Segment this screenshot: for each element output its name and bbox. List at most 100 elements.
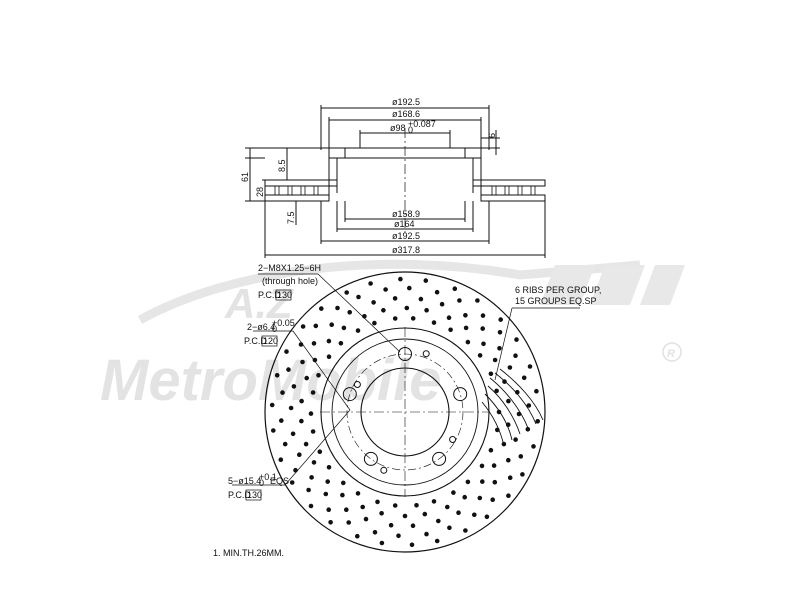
drill-hole: [278, 418, 284, 423]
drill-hole: [312, 357, 318, 363]
thread-pcd-prefix: P.C.D: [258, 290, 281, 300]
drill-hole: [379, 540, 385, 546]
drill-hole: [328, 519, 333, 525]
drill-hole: [346, 520, 352, 525]
drill-hole: [311, 341, 317, 346]
side-vents: [274, 186, 536, 195]
drill-hole: [300, 324, 306, 329]
drill-hole: [311, 460, 317, 465]
front-view: [264, 271, 546, 553]
bolt-hole: [363, 451, 378, 466]
ribs-callout-line1: 6 RIBS PER GROUP,: [515, 285, 601, 295]
drill-hole: [375, 499, 380, 505]
dim-98-tol-minus: 0: [408, 125, 413, 135]
dim-98: ø98: [390, 123, 406, 133]
drill-hole: [479, 479, 485, 484]
watermark-registered-letter: R: [667, 348, 675, 360]
drill-hole: [520, 472, 525, 477]
drill-hole: [355, 328, 361, 333]
drill-hole: [368, 281, 373, 286]
drill-hole: [299, 418, 304, 424]
dim-98-tol-plus: +0.087: [408, 119, 436, 129]
drill-hole: [506, 493, 511, 499]
watermark-brand: A.Z: [224, 280, 294, 327]
dim-158: ø158.9: [392, 209, 420, 219]
drill-hole: [270, 428, 276, 433]
drill-hole: [326, 464, 332, 470]
drill-hole: [494, 388, 499, 394]
drill-hole: [491, 463, 497, 468]
drill-hole: [381, 307, 386, 313]
bolt-hole: [432, 451, 447, 466]
drill-hole: [308, 503, 314, 509]
drill-hole: [372, 529, 378, 535]
drill-hole: [343, 507, 349, 513]
drill-hole: [424, 307, 429, 313]
drill-hole: [507, 475, 513, 481]
pin-callout-line1: 2−ø6.4: [247, 322, 275, 332]
drill-hole: [308, 411, 314, 416]
drill-hole: [463, 528, 468, 533]
drill-hole: [313, 323, 319, 329]
drill-hole: [383, 287, 388, 292]
drill-hole: [492, 479, 498, 485]
drill-hole: [488, 447, 494, 453]
side-view: [245, 105, 546, 258]
ribs-callout-line2: 15 GROUPS EQ.SP: [515, 296, 597, 306]
drill-hole: [457, 298, 462, 303]
rotor-plate-left-bottom: [264, 194, 330, 202]
drill-hole: [462, 494, 468, 500]
drill-hole: [326, 507, 332, 513]
drill-hole: [363, 516, 369, 522]
drill-hole: [347, 309, 353, 315]
drill-hole: [299, 398, 304, 404]
pin-pcd-prefix: P.C.D: [244, 336, 267, 346]
footnote: 1. MIN.TH.26MM.: [213, 548, 284, 558]
watermark-stripes: [540, 265, 685, 305]
drill-hole: [446, 315, 452, 321]
drill-hole: [290, 431, 296, 437]
drill-hole: [497, 329, 503, 335]
callout-leaders: [232, 273, 580, 486]
drill-hole: [435, 518, 441, 524]
drill-hole: [439, 301, 445, 307]
drill-hole: [406, 285, 412, 291]
drill-hole: [404, 305, 410, 311]
thread-pcd-box: [275, 289, 292, 301]
drill-hole: [507, 365, 513, 370]
small-hole: [422, 350, 430, 358]
drill-hole: [338, 340, 344, 346]
drill-hole: [477, 495, 483, 501]
small-holes: [353, 350, 457, 474]
drill-hole: [392, 296, 398, 301]
rotor-plate-right-top: [472, 179, 546, 187]
drill-hole: [388, 522, 394, 528]
ribs-detail: [481, 368, 544, 447]
hat-flange: [328, 147, 482, 159]
small-hole: [380, 466, 388, 474]
drill-hole: [502, 379, 507, 384]
drill-hole: [480, 313, 486, 318]
drill-hole: [310, 390, 316, 395]
drill-hole: [284, 349, 289, 354]
bolt-hole: [342, 387, 357, 402]
bolt-callout-suffix: EQS: [270, 476, 289, 486]
drill-hole: [506, 398, 511, 404]
bolt-callout-line1: 5−ø15.4: [228, 476, 261, 486]
thread-callout-line1: 2−M8X1.25−6H: [258, 263, 321, 273]
drill-hole: [518, 454, 524, 459]
drill-hole: [444, 504, 450, 510]
bolt-callout-tol-minus: 0: [259, 478, 264, 488]
thread-callout-line2: (through hole): [262, 276, 318, 286]
watermark: A.Z MetroMobile R: [100, 259, 685, 413]
drill-hole: [340, 480, 346, 486]
drill-hole: [286, 367, 291, 372]
drill-hole: [341, 325, 347, 331]
drill-hole: [371, 300, 376, 305]
dim-317: ø317.8: [392, 245, 420, 255]
drill-hole: [431, 320, 437, 325]
drill-hole: [304, 375, 310, 381]
drill-hole: [422, 511, 428, 517]
drill-hole: [514, 337, 519, 342]
dim-192-top: ø192.5: [392, 97, 420, 107]
